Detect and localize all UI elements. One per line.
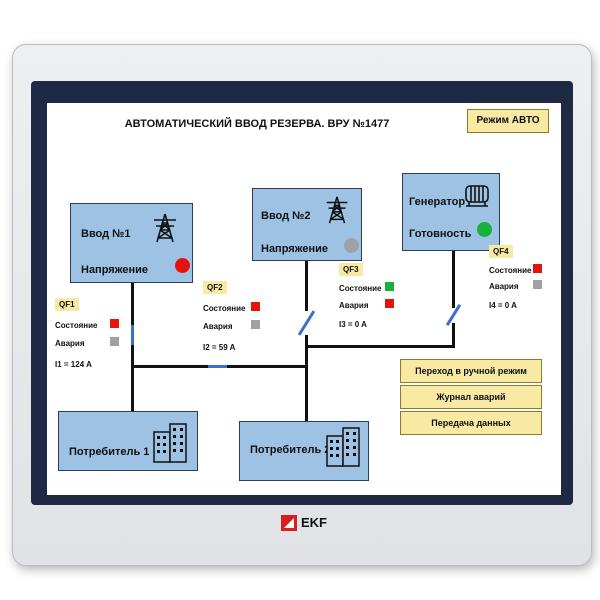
switch-qf1[interactable] [131, 325, 134, 345]
bus-tie-horizontal [131, 365, 208, 368]
consumer-1-panel: Потребитель 1 [58, 411, 198, 471]
switch-qf2[interactable] [208, 365, 227, 368]
breaker-qf1-alarm-label: Авария [55, 339, 85, 348]
breaker-qf3-state-indicator [385, 282, 394, 291]
consumer-2-panel: Потребитель 2 [239, 421, 369, 481]
bus-generator-vertical-lower [452, 323, 455, 348]
alarm-log-button[interactable]: Журнал аварий [400, 385, 542, 409]
input-1-name: Ввод №1 [81, 228, 131, 240]
generator-ready-label: Готовность [409, 228, 472, 240]
breaker-qf1-tag: QF1 [55, 298, 79, 311]
page-title: АВТОМАТИЧЕСКИЙ ВВОД РЕЗЕРВА. ВРУ №1477 [124, 118, 390, 130]
breaker-qf2-alarm-indicator [251, 320, 260, 329]
breaker-qf4-alarm-indicator [533, 280, 542, 289]
power-tower-icon [325, 195, 349, 225]
input-2-name: Ввод №2 [261, 210, 311, 222]
switch-qf3[interactable] [297, 310, 316, 336]
breaker-qf2-state-indicator [251, 302, 260, 311]
bus-input2-vertical-lower [305, 335, 308, 367]
input-1-panel: Ввод №1 Напряжение [70, 203, 193, 283]
bus-input2-vertical [305, 246, 308, 311]
input-2-panel: Ввод №2 Напряжение [252, 188, 362, 261]
generator-name: Генератор [409, 196, 466, 208]
bus-generator-horizontal [305, 345, 455, 348]
breaker-qf4-state-indicator [533, 264, 542, 273]
consumer-1-name: Потребитель 1 [69, 446, 150, 458]
hmi-screen: АВТОМАТИЧЕСКИЙ ВВОД РЕЗЕРВА. ВРУ №1477 Р… [47, 103, 561, 495]
breaker-qf3-alarm-indicator [385, 299, 394, 308]
breaker-qf2-current: I2 = 59 A [203, 343, 236, 352]
breaker-qf4-current: I4 = 0 A [489, 301, 517, 310]
breaker-qf3-current: I3 = 0 A [339, 320, 367, 329]
power-tower-icon [153, 212, 177, 244]
breaker-qf3-tag: QF3 [339, 263, 363, 276]
bus-generator-vertical [452, 248, 455, 308]
breaker-qf2-state-label: Состояние [203, 304, 246, 313]
consumer-2-name: Потребитель 2 [250, 444, 331, 456]
generator-icon [463, 182, 491, 208]
input-2-voltage-label: Напряжение [261, 243, 328, 255]
data-transfer-button[interactable]: Передача данных [400, 411, 542, 435]
breaker-qf4-tag: QF4 [489, 245, 513, 258]
hmi-device: АВТОМАТИЧЕСКИЙ ВВОД РЕЗЕРВА. ВРУ №1477 Р… [12, 44, 592, 566]
input-1-voltage-label: Напряжение [81, 264, 148, 276]
manual-mode-button[interactable]: Переход в ручной режим [400, 359, 542, 383]
generator-panel: Генератор Готовность [402, 173, 500, 251]
breaker-qf2-tag: QF2 [203, 281, 227, 294]
brand-name: EKF [301, 515, 327, 530]
breaker-qf4-state-label: Состояние [489, 266, 532, 275]
bus-consumer2-vertical [305, 367, 308, 423]
auto-mode-button[interactable]: Режим АВТО [467, 109, 549, 133]
breaker-qf2-alarm-label: Авария [203, 322, 233, 331]
building-icon [151, 420, 189, 464]
input-1-voltage-lamp [175, 258, 190, 273]
building-icon [324, 424, 362, 468]
breaker-qf4-alarm-label: Авария [489, 282, 519, 291]
breaker-qf3-state-label: Состояние [339, 284, 382, 293]
generator-ready-lamp [477, 222, 492, 237]
breaker-qf1-alarm-indicator [110, 337, 119, 346]
breaker-qf3-alarm-label: Авария [339, 301, 369, 310]
breaker-qf1-state-indicator [110, 319, 119, 328]
bus-tie-horizontal-right [227, 365, 308, 368]
ekf-logo-icon [281, 515, 297, 531]
input-2-voltage-lamp [344, 238, 359, 253]
breaker-qf1-state-label: Состояние [55, 321, 98, 330]
breaker-qf1-current: I1 = 124 A [55, 360, 92, 369]
